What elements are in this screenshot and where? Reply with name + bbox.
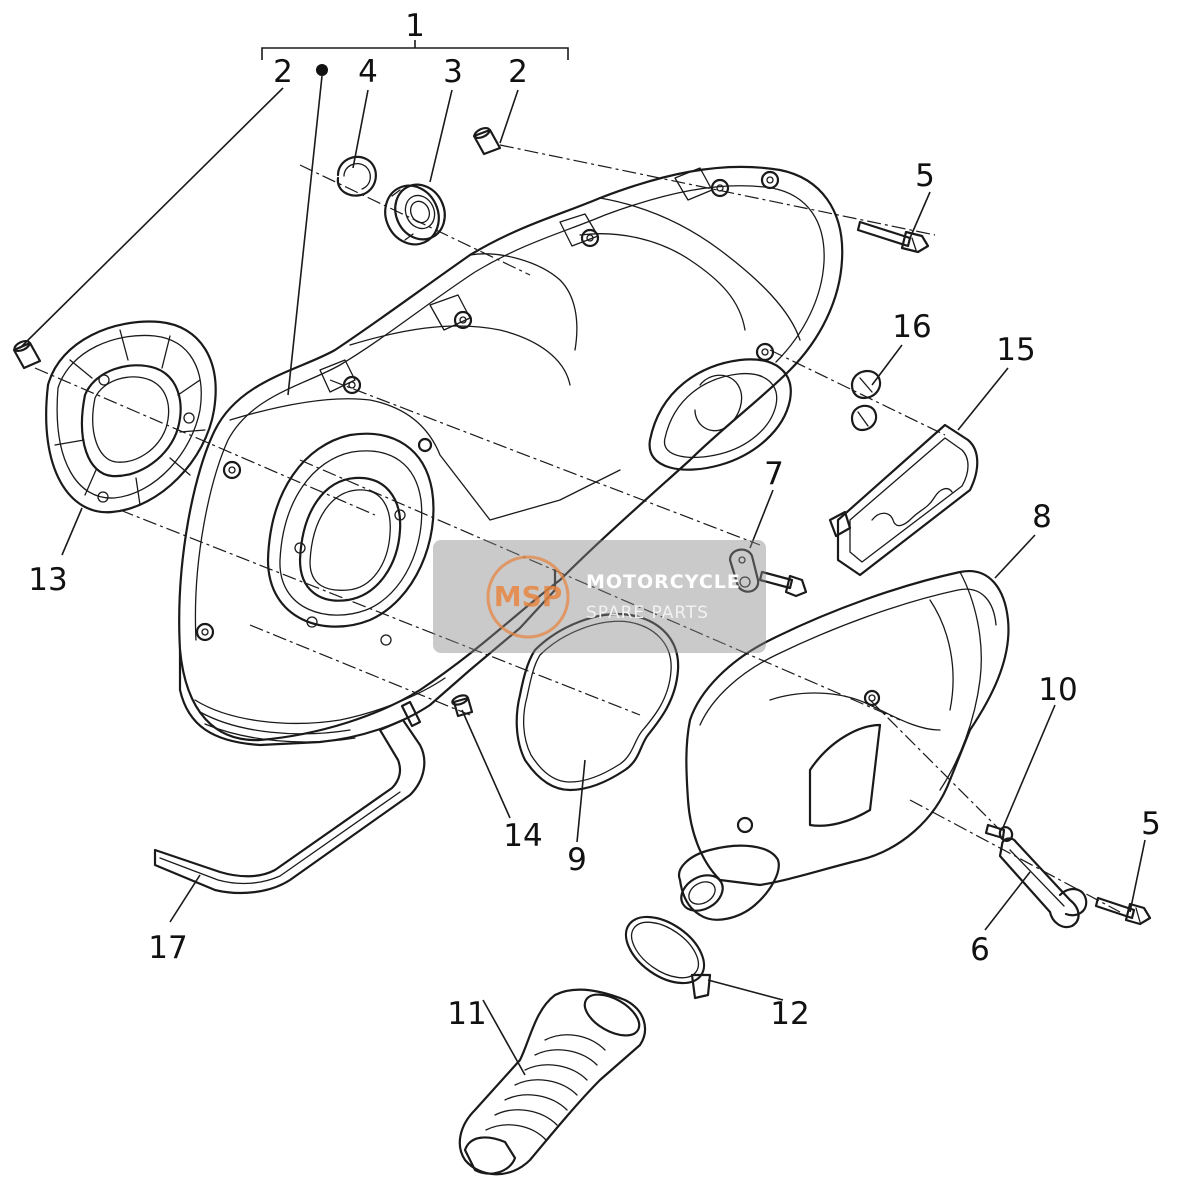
gasket-part-9 — [515, 613, 680, 792]
callout-9: 9 — [567, 842, 587, 878]
screw-part-10 — [984, 823, 1014, 842]
callout-8: 8 — [1032, 499, 1052, 535]
screw-part-14 — [451, 694, 474, 718]
dowel-pin-part-2-left — [12, 339, 42, 370]
callout-1: 1 — [405, 8, 425, 44]
callout-2-left: 2 — [273, 54, 293, 90]
callout-4: 4 — [358, 54, 378, 90]
callout-13: 13 — [28, 562, 67, 598]
callout-5-upper: 5 — [915, 158, 935, 194]
watermark: MSP MOTORCYCLE SPARE PARTS — [433, 540, 766, 653]
circlip-part-4 — [336, 155, 377, 197]
transmission-cover-part-1 — [178, 165, 844, 747]
intake-hose-part-11 — [458, 988, 647, 1176]
callout-14: 14 — [503, 818, 542, 854]
watermark-subtitle: SPARE PARTS — [586, 603, 709, 623]
bolt-part-5-upper — [856, 220, 930, 254]
callout-16: 16 — [892, 309, 931, 345]
callout-5-lower: 5 — [1141, 806, 1161, 842]
bracket-bolt-part-7 — [728, 548, 808, 598]
assembly-axes — [34, 144, 1121, 913]
callout-labels: 1 2 4 3 2 5 16 15 7 8 13 10 14 9 5 17 6 … — [28, 8, 1161, 1032]
callout-6: 6 — [970, 932, 990, 968]
emblem-plate-part-15 — [828, 423, 979, 577]
bearing-part-3 — [384, 183, 446, 246]
callout-2-right: 2 — [508, 54, 528, 90]
watermark-brand: MOTORCYCLE — [586, 571, 741, 593]
clip-bracket-part-6 — [998, 837, 1088, 929]
callout-15: 15 — [996, 332, 1035, 368]
watermark-logo-icon: MSP — [486, 555, 570, 639]
watermark-logo-text: MSP — [494, 580, 563, 613]
washer-part-16 — [850, 369, 882, 432]
leader-lines — [19, 40, 1146, 1076]
cooling-grille-part-13 — [45, 320, 217, 514]
callout-11: 11 — [447, 996, 486, 1032]
air-filter-box-part-8 — [677, 569, 1010, 921]
callout-10: 10 — [1038, 672, 1077, 708]
dowel-pin-part-2-right — [472, 126, 502, 156]
pipe-part-17 — [153, 700, 426, 895]
callout-3: 3 — [443, 54, 463, 90]
callout-12: 12 — [770, 996, 809, 1032]
callout-7: 7 — [764, 456, 784, 492]
hose-clamp-part-12 — [624, 915, 712, 1000]
callout-17: 17 — [148, 930, 187, 966]
watermark-box — [433, 540, 766, 653]
bolt-part-5-lower — [1094, 896, 1152, 926]
